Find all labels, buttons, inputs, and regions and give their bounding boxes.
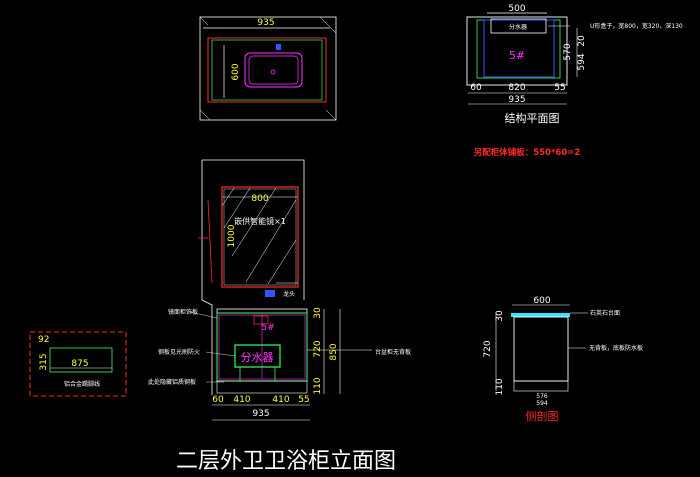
side-detail-frame bbox=[29, 331, 127, 397]
side-detail-dim-2: 875 bbox=[71, 359, 88, 369]
section-countertop bbox=[511, 313, 570, 317]
leader-line-1 bbox=[189, 311, 218, 319]
structure-plan-top-width-dim: 500 bbox=[508, 4, 525, 14]
right-label: 台盆柜无背板 bbox=[375, 348, 411, 356]
section-plinth bbox=[513, 380, 569, 392]
side-detail-green-box bbox=[49, 347, 113, 373]
structure-plan-side-note: U形盒子，宽800，宽320，深130 bbox=[590, 22, 683, 30]
side-detail-dim-1: 92 bbox=[38, 335, 49, 345]
side-detail-label: 铝合金踢脚线 bbox=[64, 380, 100, 388]
section-left-dim-2: 720 bbox=[483, 340, 493, 357]
section-bottom-dim-2: 594 bbox=[536, 400, 548, 407]
top-plan-basin-inner bbox=[248, 55, 299, 85]
mirror-frame bbox=[221, 186, 299, 288]
elevation-bottom-dim-1: 60 bbox=[212, 395, 224, 405]
structure-plan-right-dim-2: 20 bbox=[577, 35, 587, 47]
top-plan-depth-dim: 600 bbox=[231, 63, 241, 80]
elevation-bottom-dim-3: 410 bbox=[272, 395, 289, 405]
structure-plan-right-dim-1: 570 bbox=[563, 43, 573, 60]
structure-plan-bottom-dim-3: 55 bbox=[554, 83, 565, 93]
mirror-height-dim: 1000 bbox=[227, 224, 237, 247]
elevation-total-width-dim: 935 bbox=[252, 409, 269, 419]
main-title: 二层外卫卫浴柜立面图 bbox=[176, 449, 396, 474]
top-plan-faucet-icon bbox=[276, 44, 281, 50]
faucet-label: 龙头 bbox=[283, 290, 295, 298]
front-elevation-view: 800 嵌供智能镜×1 1000 龙头 5# 分水器 镜面柜饰板 钢板见光刷防火… bbox=[148, 159, 411, 421]
section-left-dim-3: 110 bbox=[495, 378, 505, 395]
section-view: 600 30 720 110 石英石台面 无背板，底板防水板 576 594 侧… bbox=[483, 296, 643, 423]
structure-plan-outer-frame bbox=[466, 16, 568, 86]
leader-label-2: 钢板见光刷防火 bbox=[158, 348, 200, 356]
mirror-inner bbox=[223, 188, 297, 286]
elevation-total-height-dim: 850 bbox=[329, 343, 339, 360]
section-label-mid: 无背板，底板防水板 bbox=[589, 344, 643, 352]
top-plan-outer-frame bbox=[199, 16, 337, 121]
structure-plan-cabinet-box bbox=[483, 19, 555, 78]
mirror-width-dim: 800 bbox=[251, 194, 268, 204]
structure-plan-splitter-box bbox=[490, 18, 547, 34]
top-plan-cabinet-outline bbox=[211, 39, 323, 101]
extra-panel-note: 另配柜体铺板：550*60=2 bbox=[474, 147, 581, 158]
structure-plan-view: 500 分水器 5# U形盒子，宽800，宽320，深130 570 20 59… bbox=[466, 4, 683, 125]
leader-line-2 bbox=[205, 351, 236, 357]
leader-label-1: 镜面柜饰板 bbox=[168, 308, 198, 316]
structure-plan-box-label: 分水器 bbox=[509, 23, 527, 31]
section-title: 侧剖图 bbox=[526, 409, 559, 423]
section-bottom-dim-1: 576 bbox=[536, 393, 548, 400]
top-plan-width-dim: 935 bbox=[257, 18, 274, 28]
section-top-dim: 600 bbox=[533, 296, 550, 306]
section-cabinet bbox=[513, 316, 569, 382]
elevation-right-dim-2: 720 bbox=[313, 340, 323, 357]
cabinet-red-tag bbox=[253, 315, 269, 325]
section-left-dim-1: 30 bbox=[495, 310, 505, 322]
elevation-right-dim-3: 110 bbox=[313, 377, 323, 394]
countertop bbox=[216, 308, 308, 314]
structure-plan-bottom-dim-1: 60 bbox=[470, 83, 482, 93]
structure-plan-bottom-dim-2: 820 bbox=[508, 83, 525, 93]
structure-plan-note: 5# bbox=[509, 49, 525, 62]
mirror-reflection-lines bbox=[221, 187, 297, 285]
top-plan-wall-hatch bbox=[199, 16, 337, 121]
side-detail-dim-3: 315 bbox=[39, 353, 49, 370]
structure-plan-title: 结构平面图 bbox=[505, 111, 560, 125]
mirror-red-leader bbox=[198, 199, 213, 284]
top-plan-view: 935 600 bbox=[199, 16, 337, 121]
elevation-wall-top bbox=[202, 159, 305, 300]
structure-plan-right-dim-3: 594 bbox=[577, 53, 587, 70]
structure-plan-total-dim: 935 bbox=[508, 95, 525, 105]
elevation-left-wall bbox=[201, 160, 213, 395]
cabinet-note: 5# bbox=[261, 323, 274, 333]
mirror-label: 嵌供智能镜×1 bbox=[234, 216, 286, 226]
section-label-top: 石英石台面 bbox=[590, 309, 620, 317]
elevation-right-dim-1: 30 bbox=[313, 307, 323, 319]
splitter-box-label: 分水器 bbox=[241, 351, 274, 364]
basin-drain-icon bbox=[270, 69, 276, 75]
elevation-bottom-dim-2: 410 bbox=[233, 395, 250, 405]
cabinet-kickplate bbox=[216, 380, 308, 394]
elevation-bottom-dim-4: 55 bbox=[298, 395, 309, 405]
top-plan-basin bbox=[244, 52, 303, 88]
faucet-icon bbox=[265, 290, 275, 297]
leader-label-3: 此处隐藏铝质钢板 bbox=[148, 378, 196, 386]
side-detail-view: 92 875 315 铝合金踢脚线 bbox=[29, 331, 127, 397]
top-plan-countertop bbox=[207, 37, 327, 103]
